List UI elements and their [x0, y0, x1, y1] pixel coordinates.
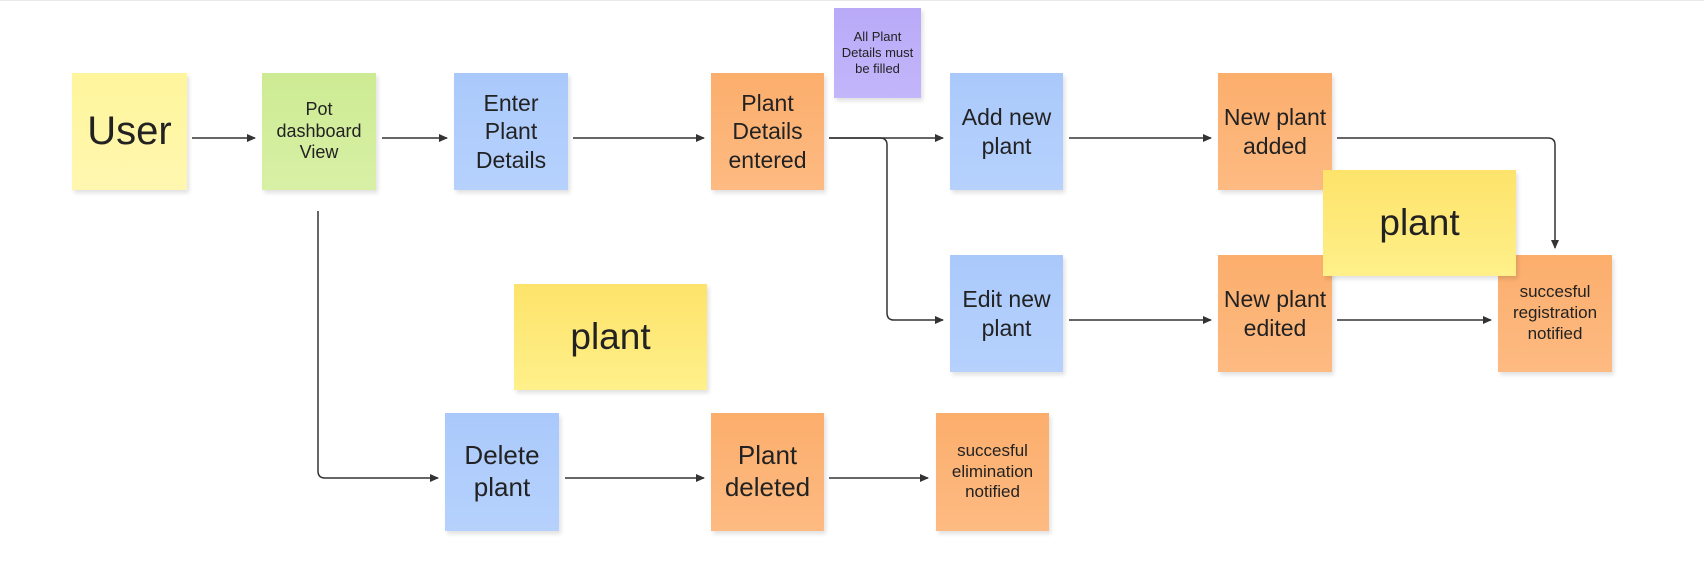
sticky-add-new-plant[interactable]: Add new plant — [950, 73, 1063, 190]
sticky-delete-plant[interactable]: Delete plant — [445, 413, 559, 531]
sticky-plant-label-right[interactable]: plant — [1323, 170, 1516, 276]
sticky-plant-label-center[interactable]: plant — [514, 284, 707, 390]
sticky-plant-details-entered-text: Plant Details entered — [728, 90, 807, 173]
sticky-pot-dashboard-view[interactable]: Pot dashboard View — [262, 73, 376, 190]
canvas-top-border — [0, 0, 1704, 1]
sticky-all-details-required[interactable]: All Plant Details must be filled — [834, 8, 921, 98]
sticky-plant-label-center-text: plant — [570, 316, 651, 358]
arrow-added-to-notified — [1337, 137, 1559, 249]
sticky-user-text: User — [87, 109, 172, 154]
sticky-elimination-notified-text: succesful elimination notified — [951, 440, 1034, 502]
sticky-edit-new-plant[interactable]: Edit new plant — [950, 255, 1063, 372]
sticky-all-details-required-text: All Plant Details must be filled — [841, 29, 914, 76]
sticky-enter-plant-details-text: Enter Plant Details — [475, 90, 547, 173]
sticky-new-plant-added[interactable]: New plant added — [1218, 73, 1332, 190]
sticky-plant-deleted[interactable]: Plant deleted — [711, 413, 824, 531]
sticky-plant-deleted-text: Plant deleted — [724, 440, 811, 502]
sticky-delete-plant-text: Delete plant — [464, 440, 540, 502]
sticky-elimination-notified[interactable]: succesful elimination notified — [936, 413, 1049, 531]
arrow-dashboard-to-delete — [317, 211, 439, 482]
sticky-add-new-plant-text: Add new plant — [961, 104, 1052, 159]
sticky-registration-notified-text: succesful registration notified — [1512, 282, 1598, 343]
sticky-new-plant-edited-text: New plant edited — [1223, 286, 1327, 341]
sticky-user[interactable]: User — [72, 73, 187, 190]
sticky-registration-notified[interactable]: succesful registration notified — [1498, 255, 1612, 372]
sticky-new-plant-added-text: New plant added — [1223, 104, 1327, 159]
arrow-entered-to-edit — [829, 137, 944, 324]
sticky-enter-plant-details[interactable]: Enter Plant Details — [454, 73, 568, 190]
sticky-plant-details-entered[interactable]: Plant Details entered — [711, 73, 824, 190]
sticky-plant-label-right-text: plant — [1379, 202, 1460, 244]
sticky-edit-new-plant-text: Edit new plant — [962, 286, 1051, 341]
sticky-new-plant-edited[interactable]: New plant edited — [1218, 255, 1332, 372]
sticky-pot-dashboard-text: Pot dashboard View — [276, 98, 362, 163]
